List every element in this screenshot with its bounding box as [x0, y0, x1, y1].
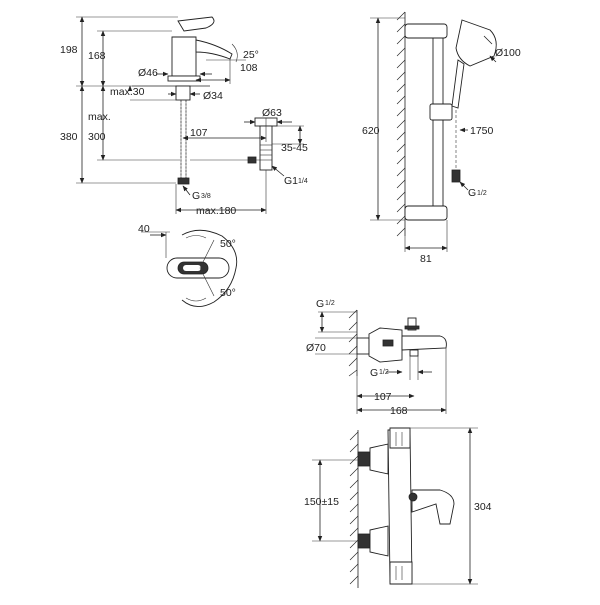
dim-g-3-8-fraction: 3/8 — [201, 193, 211, 200]
dim-g-3-8: G — [192, 190, 200, 202]
waste-pivot — [247, 156, 257, 164]
eccentric-top — [369, 443, 389, 475]
hand-shower-head — [455, 19, 497, 67]
dim-1750: 1750 — [470, 125, 494, 137]
diverter-knob — [407, 317, 417, 331]
connector-top-dark — [357, 451, 371, 467]
dim-bath-g-1-2-bottom-fraction: 1/2 — [379, 369, 389, 376]
dim-dia-63: Ø63 — [262, 107, 282, 119]
dark-detail — [382, 339, 394, 347]
shower-set-view: 620 Ø100 1750 G 1/2 81 — [362, 11, 521, 265]
dim-max-180: max.180 — [196, 205, 236, 217]
basin-mixer-lever — [177, 16, 215, 32]
dim-dia-46: Ø46 — [138, 67, 158, 79]
bath-mixer-side-view: G 1/2 Ø70 G 1/2 107 168 — [306, 298, 447, 417]
dim-35-45: 35-45 — [281, 142, 308, 154]
dim-max: max. — [88, 111, 111, 123]
diverter-base — [404, 325, 420, 330]
bath-spout-front — [411, 489, 455, 525]
basin-mixer-body — [171, 36, 197, 77]
dim-dia-70: Ø70 — [306, 342, 326, 354]
hose-end — [451, 169, 461, 183]
temperature-knob — [389, 427, 411, 449]
eccentric-bottom — [369, 525, 389, 557]
dim-shower-g-1-2: G — [468, 187, 476, 199]
dim-bath-g-1-2-bottom: G — [370, 367, 378, 379]
dim-81: 81 — [420, 253, 432, 265]
dim-bath-g-1-2-top-fraction: 1/2 — [325, 300, 335, 307]
dim-angle-25: 25° — [243, 49, 259, 61]
dim-angle-50-bottom: 50° — [220, 287, 236, 299]
handle-top-view: 40 50° 50° — [138, 223, 238, 307]
bath-wall-hatch-bottom — [349, 431, 359, 585]
dim-168: 168 — [88, 50, 106, 62]
mounting-nut — [175, 85, 191, 101]
dim-dia-34: Ø34 — [203, 90, 223, 102]
dim-108: 108 — [240, 62, 258, 74]
thermostat-body — [387, 429, 413, 583]
wall-connector — [356, 337, 370, 355]
bath-spout-side — [401, 335, 447, 351]
rail-bracket-bottom — [404, 205, 448, 221]
dim-620: 620 — [362, 125, 380, 137]
spout-outlet — [409, 349, 419, 357]
wall-hatch — [396, 11, 406, 237]
dim-angle-50-top: 50° — [220, 238, 236, 250]
hose-connector — [177, 177, 190, 185]
shower-rail — [432, 29, 444, 213]
dim-bath-107: 107 — [374, 391, 392, 403]
dim-198: 198 — [60, 44, 78, 56]
diverter-button — [408, 492, 418, 502]
dim-bath-168: 168 — [390, 405, 408, 417]
dim-max-30: max.30 — [110, 86, 145, 98]
dim-380: 380 — [60, 131, 78, 143]
dim-300: 300 — [88, 131, 106, 143]
dim-dia-100: Ø100 — [495, 47, 521, 59]
hand-shower-handle — [451, 59, 465, 109]
basin-mixer-spout — [195, 39, 233, 60]
basin-mixer-base — [167, 75, 201, 82]
bath-mixer-front-view: 150±15 304 — [304, 427, 492, 588]
dim-g-1-1-4-fraction: 1/4 — [298, 178, 308, 185]
dim-g-1-1-4: G1 — [284, 175, 298, 187]
basin-mixer-view: 198 168 380 max. 300 25° 108 Ø46 max.30 … — [60, 16, 308, 217]
connector-bottom-dark — [357, 533, 371, 549]
flow-knob — [389, 561, 413, 585]
rail-bracket-top — [404, 23, 448, 39]
dim-150-15: 150±15 — [304, 496, 339, 508]
dim-40: 40 — [138, 223, 150, 235]
bath-wall-hatch-top — [348, 309, 358, 377]
dim-bath-g-1-2-top: G — [316, 298, 324, 310]
dim-304: 304 — [474, 501, 492, 513]
slider — [429, 103, 453, 121]
dim-shower-g-1-2-fraction: 1/2 — [477, 190, 487, 197]
dim-107: 107 — [190, 127, 208, 139]
